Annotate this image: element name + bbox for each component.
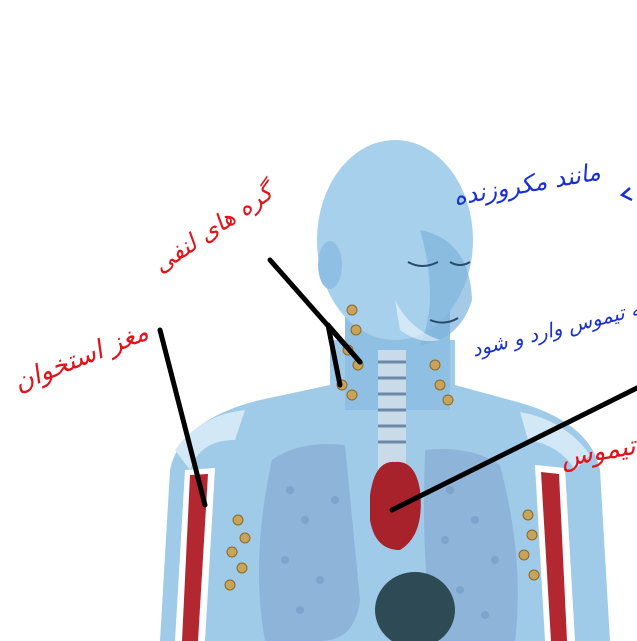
blue-arrow-stroke [622,188,632,200]
left-lung [259,444,360,641]
annotation-mature-cells: مانند مکروزنده [451,158,602,211]
annotation-bone-marrow: مغز استخوان [9,317,152,398]
trachea [378,350,406,470]
annotation-thymus-blood: خون به تیموس وارد و شود [469,284,637,361]
annotation-lymph-nodes: گره های لنفی [148,175,283,278]
ear [318,241,342,289]
